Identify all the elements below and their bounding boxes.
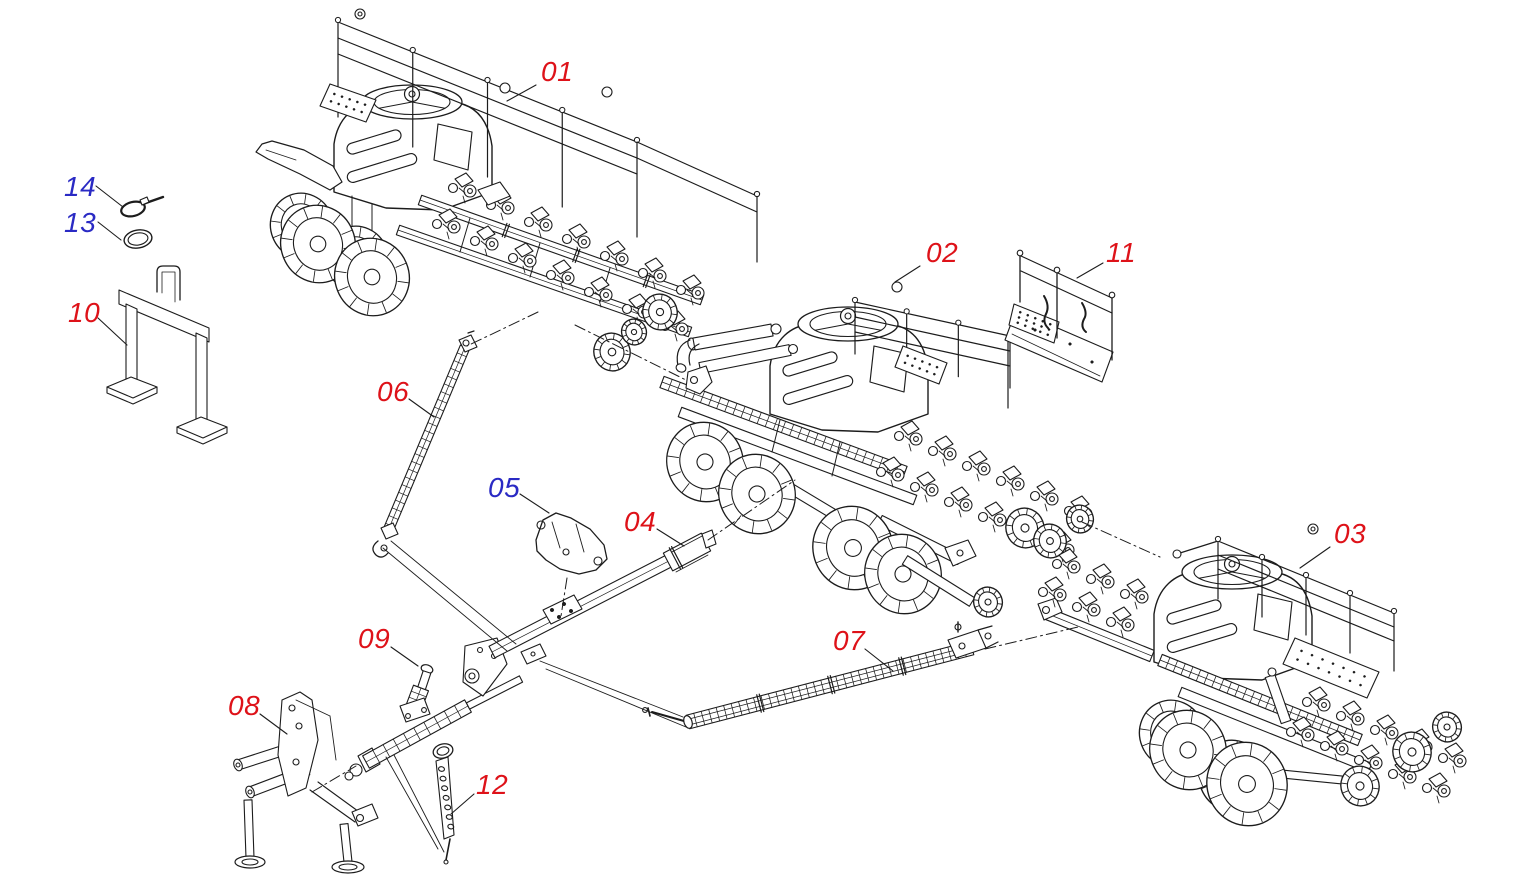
callout-04-label: 04 [624, 506, 656, 537]
part-08-hitch-drawing [233, 691, 379, 874]
assembly-guide-lines [311, 311, 1161, 853]
callout-01-label: 01 [541, 56, 573, 87]
callout-02-label: 02 [926, 237, 958, 268]
callout-11-leader [1076, 262, 1104, 279]
callout-14: 14 [64, 171, 124, 208]
callout-02: 02 [894, 237, 958, 283]
callout-10: 10 [68, 297, 128, 346]
callout-12-label: 12 [476, 769, 508, 800]
callout-09-leader [390, 646, 419, 667]
part-14-cable-tie-drawing [120, 195, 165, 218]
callout-03: 03 [1299, 518, 1366, 569]
callout-01: 01 [506, 56, 573, 102]
callout-06-label: 06 [377, 376, 409, 407]
callout-05-leader [519, 493, 550, 514]
part-06-cylinder-drawing [372, 330, 478, 558]
part-07-hose-bundle-drawing [642, 621, 999, 730]
callout-05: 05 [488, 472, 550, 514]
callout-05-label: 05 [488, 472, 520, 503]
callout-08-leader [259, 713, 288, 735]
callout-04-leader [656, 528, 685, 547]
callout-13-leader [97, 221, 122, 241]
callout-06-leader [408, 398, 435, 418]
callout-14-label: 14 [64, 171, 96, 202]
callout-03-leader [1299, 546, 1331, 569]
callouts: 01 02 03 04 05 06 07 08 09 10 11 12 13 14 [64, 56, 1366, 815]
callout-13-label: 13 [64, 207, 96, 238]
callout-10-label: 10 [68, 297, 100, 328]
callout-14-leader [95, 185, 124, 208]
callout-06: 06 [377, 376, 435, 418]
callout-02-leader [894, 265, 921, 283]
callout-03-label: 03 [1334, 518, 1366, 549]
callout-08-label: 08 [228, 690, 260, 721]
callout-07-label: 07 [833, 625, 866, 656]
machine-02-drawing [659, 281, 1095, 618]
part-12-chain-drawing [432, 743, 455, 865]
part-05-bracket-drawing [535, 512, 608, 575]
callout-11-label: 11 [1106, 237, 1136, 268]
diagram-artwork: 01 02 03 04 05 06 07 08 09 10 11 12 13 14 [64, 8, 1467, 874]
callout-10-leader [97, 317, 128, 346]
part-13-ring-drawing [123, 229, 153, 249]
callout-01-leader [506, 84, 537, 102]
part-10-stand-drawing [106, 265, 228, 445]
part-04-drawbar-drawing [344, 529, 717, 781]
callout-04: 04 [624, 506, 685, 547]
callout-12: 12 [450, 769, 508, 815]
callout-12-leader [450, 793, 475, 815]
callout-11: 11 [1076, 237, 1136, 279]
callout-09-label: 09 [358, 623, 390, 654]
callout-08: 08 [228, 690, 288, 735]
part-11-platform-drawing [1004, 249, 1116, 383]
callout-07-leader [864, 648, 894, 672]
callout-09: 09 [358, 623, 419, 667]
callout-07: 07 [833, 625, 894, 672]
callout-13: 13 [64, 207, 122, 241]
machine-01-drawing [255, 8, 761, 372]
part-09-cylinder-drawing [399, 664, 434, 723]
machine-03-drawing [1037, 523, 1467, 827]
